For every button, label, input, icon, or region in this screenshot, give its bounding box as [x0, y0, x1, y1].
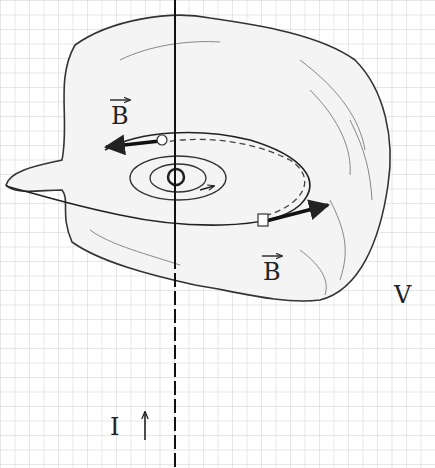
vector-mark: [110, 99, 130, 100]
wire: [174, 255, 176, 468]
shading: [90, 42, 372, 295]
circulation-arrow: [200, 186, 214, 190]
wire: [174, 0, 176, 255]
current-label: I: [110, 415, 119, 439]
field-label: B: [263, 260, 281, 284]
field-line: [6, 133, 310, 226]
field-line-dashed: [160, 139, 305, 215]
volume-outline: [6, 15, 390, 301]
current-arrow: [144, 412, 146, 440]
tangent-point: [258, 214, 268, 226]
vector-mark: [262, 255, 282, 256]
volume-label: V: [394, 283, 411, 307]
field-label: B: [111, 104, 129, 128]
b-vector: [106, 141, 160, 147]
field-circle: [150, 164, 206, 192]
b-vector: [266, 205, 328, 221]
field-circle: [130, 156, 226, 200]
tangent-point: [157, 135, 167, 145]
